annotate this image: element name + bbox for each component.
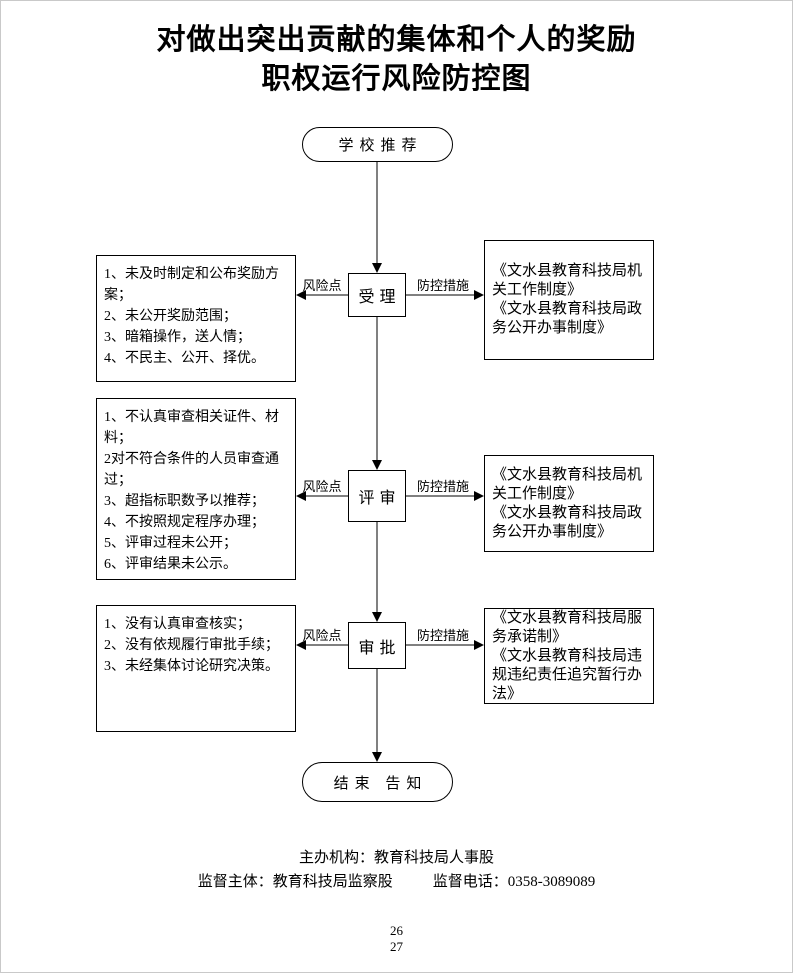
risk-item: 1、不认真审查相关证件、材料；: [104, 410, 279, 446]
arrow-accept-to-review: [372, 317, 382, 470]
footer-supervisor: 监督主体：教育科技局监察股: [197, 874, 393, 890]
risk-item: 4、不民主、公开、择优。: [104, 351, 265, 366]
step-node-accept: 受理: [348, 273, 406, 317]
risk-item: 2、没有依规履行审批手续；: [104, 638, 279, 653]
footer-phone: 监督电话：0358-3089089: [432, 874, 596, 890]
risk-item: 2、未公开奖励范围；: [104, 309, 237, 324]
arrow-start-to-accept: [372, 162, 382, 273]
control-arrow-label-approve: 防控措施: [416, 628, 469, 643]
control-arrow-label-accept: 防控措施: [416, 278, 469, 293]
risk-box-approve: 1、没有认真审查核实； 2、没有依规履行审批手续； 3、未经集体讨论研究决策。: [96, 605, 296, 732]
page-title: 对做出突出贡献的集体和个人的奖励 职权运行风险防控图: [1, 21, 792, 99]
risk-arrow-label-review: 风险点: [302, 479, 342, 494]
page-number-2: 27: [390, 939, 403, 954]
risk-item: 1、未及时制定和公布奖励方案；: [104, 267, 279, 303]
step-node-review: 评审: [348, 470, 406, 522]
control-item: 《文水县教育科技局政务公开办事制度》: [492, 504, 643, 540]
control-box-review: 《文水县教育科技局机关工作制度》 《文水县教育科技局政务公开办事制度》: [484, 455, 654, 552]
control-box-accept: 《文水县教育科技局机关工作制度》 《文水县教育科技局政务公开办事制度》: [484, 240, 654, 360]
control-item: 《文水县教育科技局政务公开办事制度》: [492, 301, 643, 336]
page-title-line1: 对做出突出贡献的集体和个人的奖励: [156, 24, 637, 56]
risk-item: 6、评审结果未公示。: [104, 557, 237, 572]
control-item: 《文水县教育科技局机关工作制度》: [492, 466, 643, 502]
page-title-line2: 职权运行风险防控图: [261, 63, 532, 95]
page-number-1: 26: [390, 923, 403, 938]
risk-item: 1、没有认真审查核实；: [104, 617, 251, 632]
step-node-approve: 审批: [348, 622, 406, 669]
risk-item: 4、不按照规定程序办理；: [104, 515, 265, 530]
arrow-approve-to-end: [372, 669, 382, 762]
risk-box-review: 1、不认真审查相关证件、材料； 2对不符合条件的人员审查通过； 3、超指标职数予…: [96, 398, 296, 580]
control-item: 《文水县教育科技局服务承诺制》: [492, 609, 643, 645]
risk-item: 2对不符合条件的人员审查通过；: [104, 452, 279, 488]
footer-line2: 监督主体：教育科技局监察股 监督电话：0358-3089089: [1, 870, 792, 891]
control-item: 《文水县教育科技局违规违纪责任追究暂行办法》: [492, 647, 643, 702]
control-box-approve: 《文水县教育科技局服务承诺制》 《文水县教育科技局违规违纪责任追究暂行办法》: [484, 608, 654, 704]
risk-item: 3、暗箱操作，送人情；: [104, 330, 251, 345]
control-item: 《文水县教育科技局机关工作制度》: [492, 263, 643, 298]
risk-box-accept: 1、未及时制定和公布奖励方案； 2、未公开奖励范围； 3、暗箱操作，送人情； 4…: [96, 255, 296, 382]
risk-arrow-label-approve: 风险点: [302, 628, 342, 643]
start-node: 学校推荐: [302, 127, 453, 162]
risk-item: 3、超指标职数予以推荐；: [104, 494, 265, 509]
risk-item: 5、评审过程未公开；: [104, 536, 237, 551]
arrow-review-to-approve: [372, 522, 382, 622]
risk-arrow-label-accept: 风险点: [302, 278, 342, 293]
control-arrow-label-review: 防控措施: [416, 479, 469, 494]
end-node: 结束 告知: [302, 762, 453, 802]
footer-organizer: 主办机构：教育科技局人事股: [298, 850, 494, 866]
risk-item: 3、未经集体讨论研究决策。: [104, 659, 279, 674]
